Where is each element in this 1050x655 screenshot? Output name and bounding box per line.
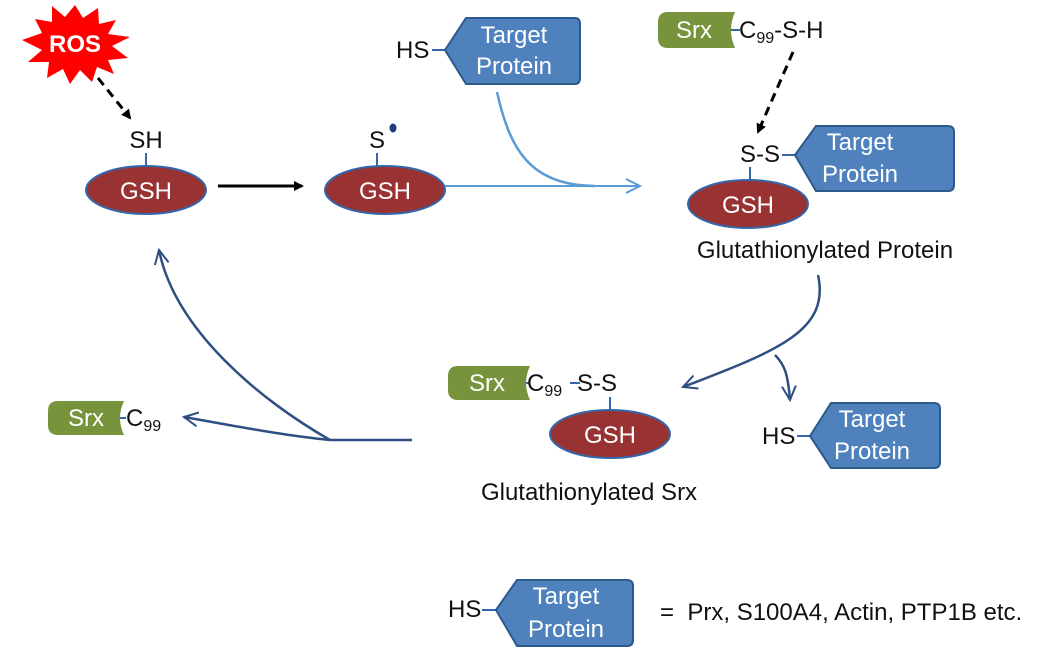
c-subscript: 99: [756, 30, 774, 47]
c99-label: C99: [527, 370, 562, 400]
target-label-line1: Target: [839, 406, 906, 433]
c99-sh-label: C99-S-H: [739, 17, 823, 47]
glutathionylated-protein: S-S Target Protein GSH Glutathionylated …: [687, 125, 955, 264]
ros-burst: ROS: [22, 5, 130, 84]
target-label-line2: Protein: [834, 438, 910, 465]
c-label: C: [126, 405, 143, 432]
hs-label: HS: [396, 37, 429, 64]
srx-label: Srx: [469, 370, 505, 397]
glutathionylated-protein-caption: Glutathionylated Protein: [697, 237, 953, 264]
gsh-reduced: SH GSH: [85, 127, 207, 215]
target-label-line1: Target: [533, 583, 600, 610]
srx-shape: [658, 12, 735, 48]
srx-shape: [448, 366, 530, 400]
target-protein-shape: [443, 17, 581, 85]
gsh-radical: S GSH: [324, 123, 446, 215]
target-protein-join-curve: [495, 91, 596, 188]
gsh-ellipse: [687, 179, 809, 229]
target-label-line2: Protein: [528, 616, 604, 643]
target-protein-released: HS Target Protein: [762, 402, 941, 469]
ros-label: ROS: [49, 31, 101, 58]
srx-thiol: Srx C99-S-H: [658, 12, 823, 48]
target-protein-reduced: HS Target Protein: [396, 17, 581, 85]
target-protein-shape: [808, 402, 941, 469]
c-subscript: 99: [544, 383, 562, 400]
gsh-ellipse: [85, 165, 207, 215]
legend-examples: = Prx, S100A4, Actin, PTP1B etc.: [660, 599, 1022, 626]
srx-free: Srx C99: [48, 401, 161, 435]
target-protein-shape: [793, 125, 955, 192]
ros-to-gsh-arrow: [96, 77, 132, 120]
hs-label: HS: [448, 596, 481, 623]
glutathionylated-srx-caption: Glutathionylated Srx: [481, 479, 697, 506]
legend: HS Target Protein = Prx, S100A4, Actin, …: [448, 579, 1022, 647]
c-subscript: 99: [143, 418, 161, 435]
target-label-line2: Protein: [476, 53, 552, 80]
gsh-ellipse: [549, 409, 671, 459]
target-label-line1: Target: [481, 22, 548, 49]
c-label: C: [527, 370, 544, 397]
gsh-label: GSH: [722, 192, 774, 219]
srx-label: Srx: [676, 17, 712, 44]
hs-label: HS: [762, 423, 795, 450]
s-s-label: S-S: [740, 141, 780, 168]
c99-label: C99: [126, 405, 161, 435]
target-label-line2: Protein: [822, 161, 898, 188]
gsh-ellipse: [324, 165, 446, 215]
ros-burst-shape: [22, 5, 130, 84]
gsh-label: GSH: [120, 178, 172, 205]
s-radical-label: S: [369, 127, 385, 154]
srx-attack-arrow: [756, 51, 795, 134]
protein-release-arrow: [774, 354, 790, 400]
gsh-recycle-arrow: [159, 250, 331, 442]
sh-label: SH: [129, 127, 162, 154]
radical-dot: [389, 123, 397, 133]
gsh-label: GSH: [359, 178, 411, 205]
srx-shape: [48, 401, 124, 435]
gsh-label: GSH: [584, 422, 636, 449]
s-s-label: S-S: [577, 370, 617, 397]
c-label: C: [739, 17, 756, 44]
srx-label: Srx: [68, 405, 104, 432]
srx-release-arrow: [184, 417, 331, 442]
deglutathionylation-arrow: [683, 274, 821, 387]
target-label-line1: Target: [827, 129, 894, 156]
target-protein-shape: [494, 579, 634, 647]
glutathionylated-srx: Srx C99 S-S GSH Glutathionylated Srx: [448, 366, 697, 506]
sh-suffix: -S-H: [774, 17, 823, 44]
